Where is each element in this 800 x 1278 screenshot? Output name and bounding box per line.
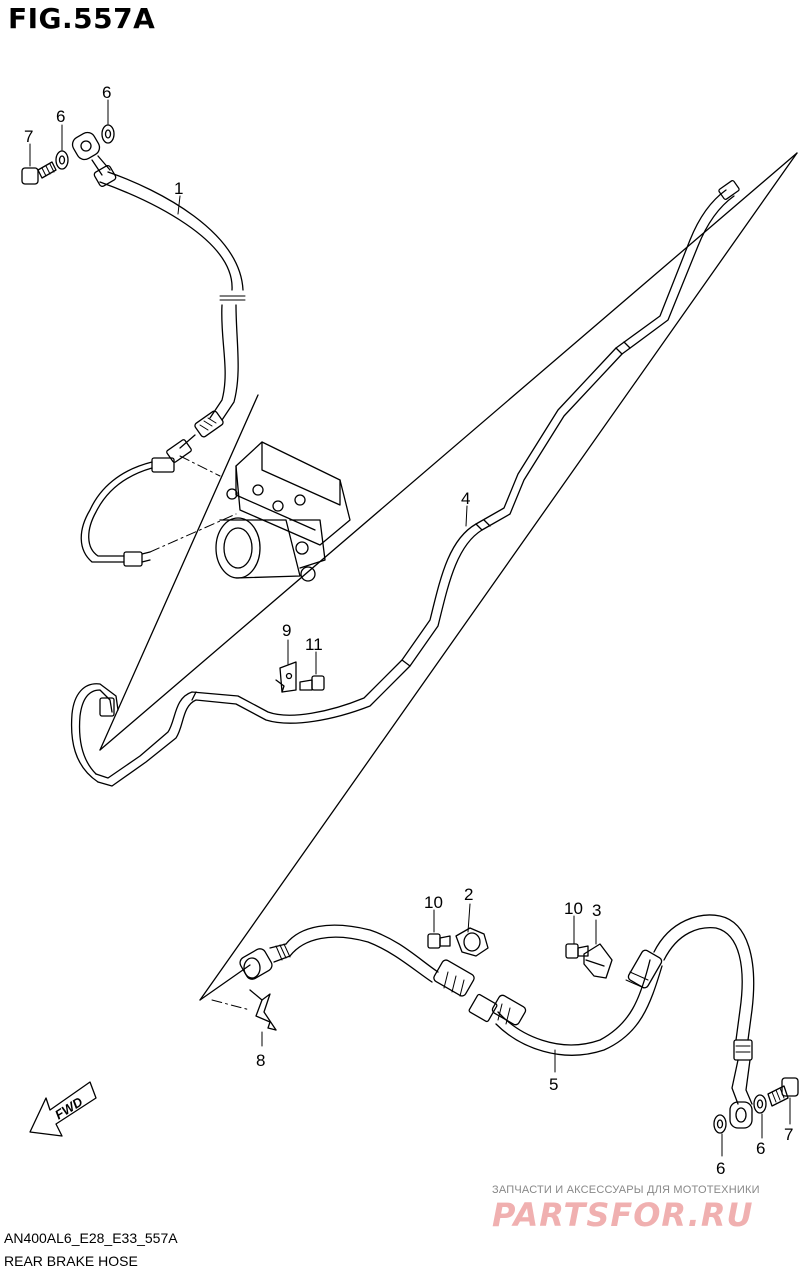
callout-10-left: 10 bbox=[424, 893, 443, 912]
brake-hose-upper bbox=[71, 131, 246, 463]
callout-4: 4 bbox=[461, 489, 470, 508]
bolt-clamp bbox=[299, 675, 325, 691]
callout-3: 3 bbox=[592, 901, 601, 920]
callout-6-mid: 6 bbox=[56, 107, 65, 126]
callout-6-top: 6 bbox=[102, 83, 111, 102]
washer-lower-b bbox=[753, 1094, 767, 1114]
washer-lower-a bbox=[713, 1114, 727, 1134]
callout-1: 1 bbox=[174, 179, 183, 198]
pipe-clamp bbox=[275, 661, 297, 693]
leader-lines bbox=[149, 455, 251, 1011]
callout-7-top: 7 bbox=[24, 127, 33, 146]
callout-6-bottom-right: 6 bbox=[756, 1139, 765, 1158]
bolt-clamp-b bbox=[565, 943, 589, 959]
callout-5: 5 bbox=[549, 1075, 558, 1094]
diagram-name-caption: REAR BRAKE HOSE bbox=[4, 1253, 138, 1269]
abs-hydraulic-unit bbox=[215, 441, 351, 582]
hose-clip bbox=[249, 989, 277, 1031]
callout-10-right: 10 bbox=[564, 899, 583, 918]
fwd-label: FWD bbox=[52, 1094, 86, 1123]
union-bolt-lower bbox=[767, 1077, 799, 1107]
brake-pipe-long bbox=[70, 180, 740, 787]
fwd-label-group: FWD bbox=[52, 1094, 86, 1123]
brake-pipe-short bbox=[80, 457, 175, 567]
brake-hose-lower bbox=[239, 914, 755, 1129]
callout-9: 9 bbox=[282, 621, 291, 640]
callout-numbers: 1 6 6 7 4 9 11 2 10 10 3 8 5 6 6 7 bbox=[24, 83, 793, 1178]
callout-11: 11 bbox=[305, 635, 323, 654]
hose-clamp-a bbox=[455, 927, 489, 957]
union-bolt-upper bbox=[21, 161, 57, 185]
washer-upper-a bbox=[55, 150, 69, 170]
washer-upper-b bbox=[101, 124, 115, 144]
model-code-caption: AN400AL6_E28_E33_557A bbox=[4, 1230, 178, 1246]
figure-title: FIG.557A bbox=[8, 2, 156, 35]
fwd-arrow-icon bbox=[29, 1081, 97, 1137]
assembly-outline bbox=[99, 152, 798, 1001]
callout-leaders bbox=[29, 99, 791, 1157]
bolt-clamp-a bbox=[427, 933, 451, 949]
callout-8: 8 bbox=[256, 1051, 265, 1070]
callout-7-bottom: 7 bbox=[784, 1125, 793, 1144]
watermark-tagline: ЗАПЧАСТИ И АКСЕССУАРЫ ДЛЯ МОТОТЕХНИКИ bbox=[492, 1184, 760, 1196]
watermark-logo: PARTSFOR.RU bbox=[492, 1196, 754, 1234]
callout-2: 2 bbox=[464, 885, 473, 904]
hose-clamp-b bbox=[583, 943, 613, 979]
callout-6-bottom-left: 6 bbox=[716, 1159, 725, 1178]
